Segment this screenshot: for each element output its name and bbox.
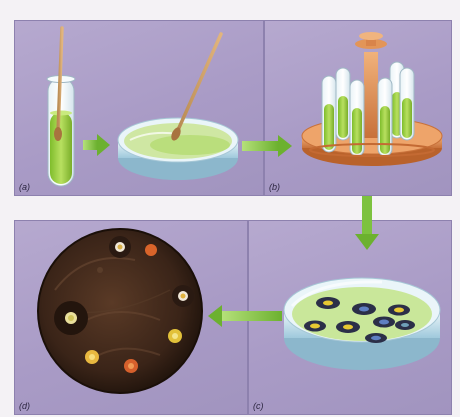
- arrow-down-icon: [355, 196, 379, 250]
- arrow-right-icon: [242, 135, 292, 157]
- petri-dish-icon: [284, 278, 440, 370]
- arrow-right-icon: [83, 134, 110, 156]
- test-tube-rack-icon: [302, 32, 442, 166]
- colony-plate-photo: [38, 229, 202, 393]
- arrow-left-icon: [208, 305, 282, 327]
